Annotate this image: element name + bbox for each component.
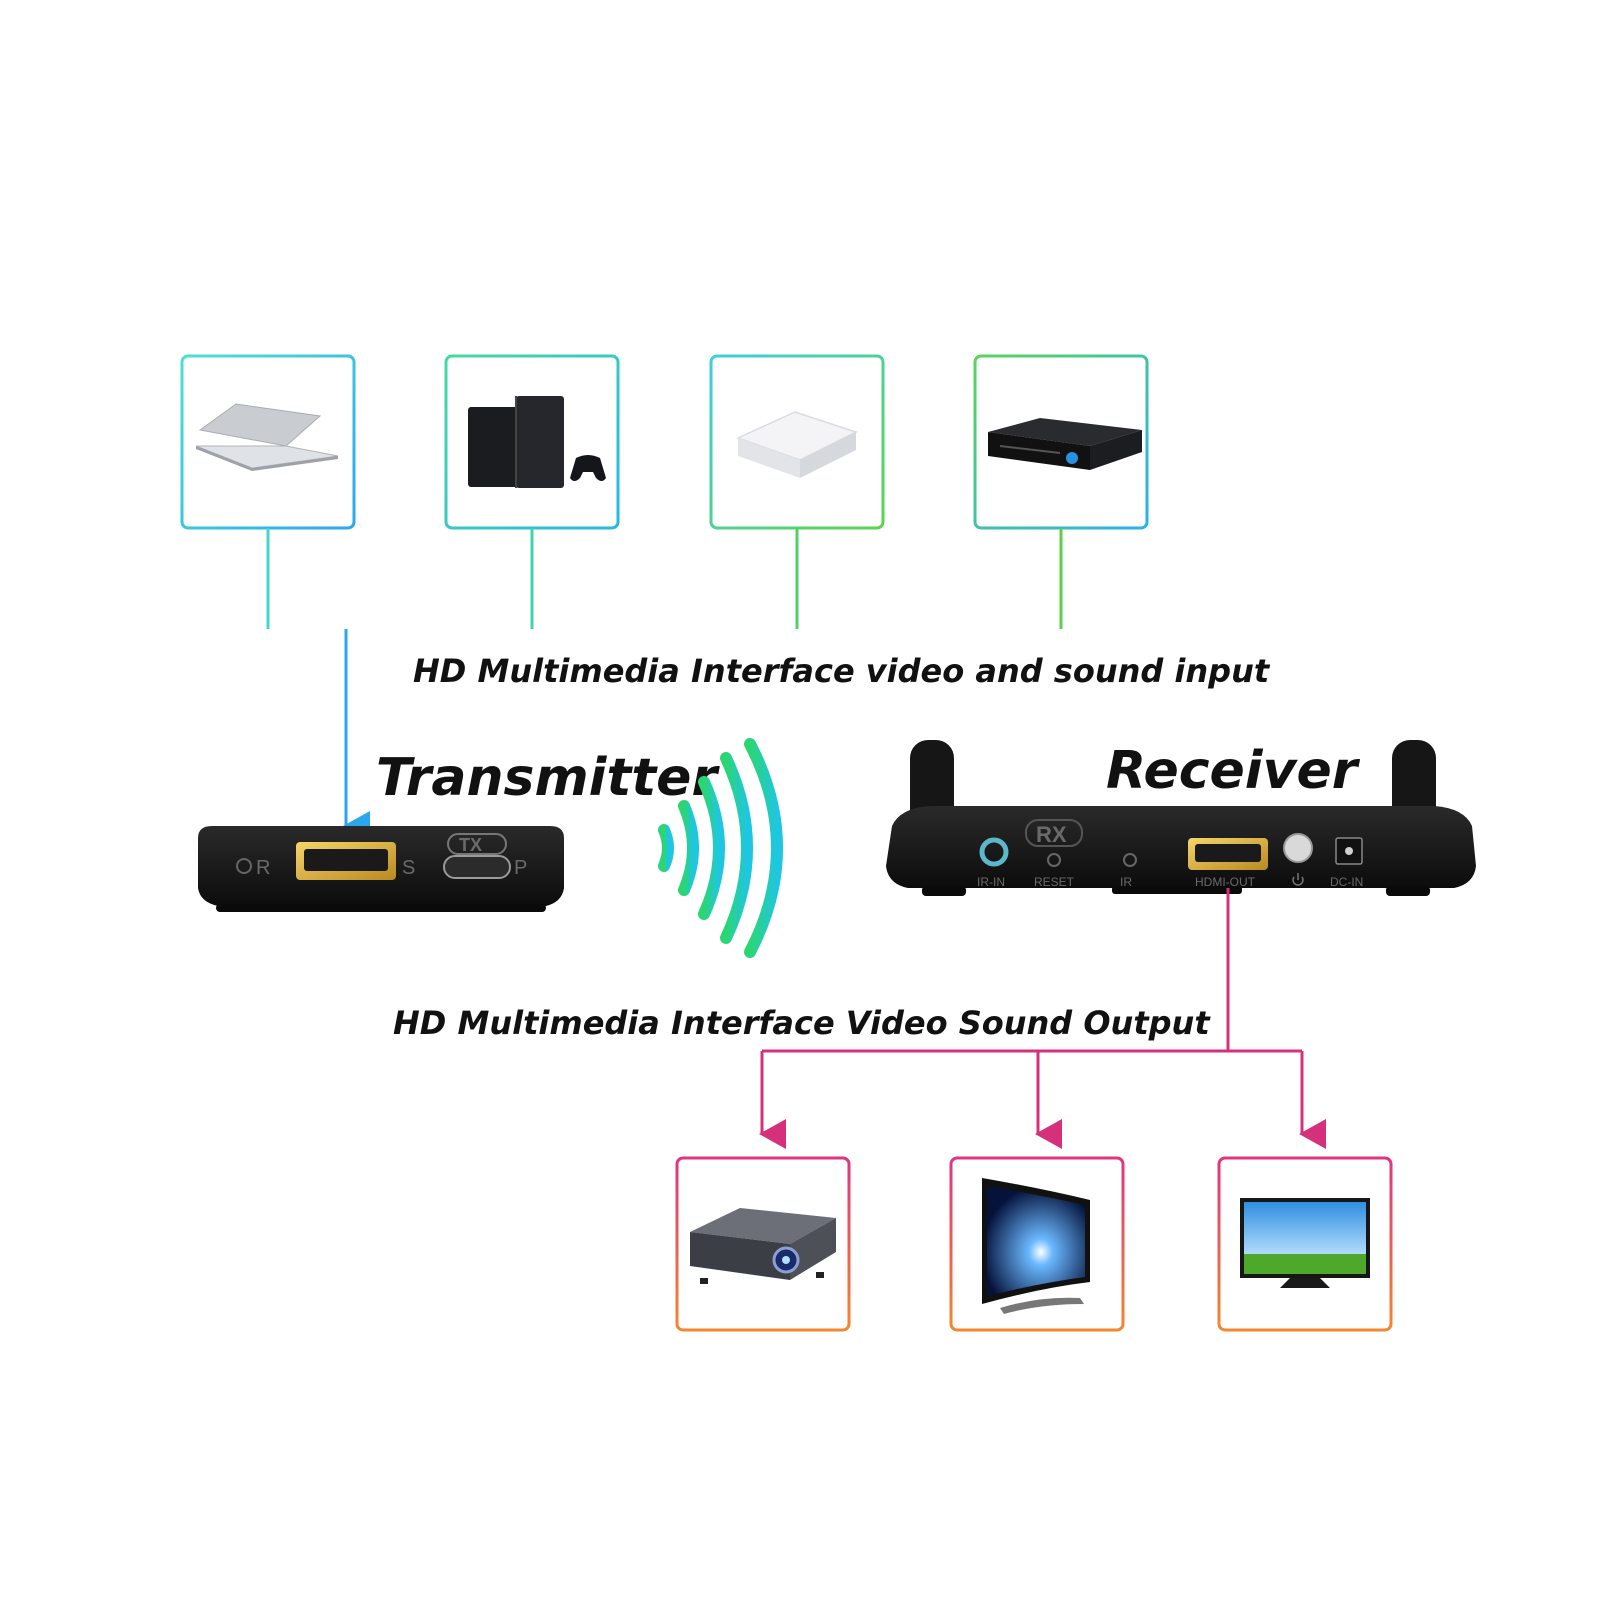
input-bus-lines [266,528,1063,841]
game-console-icon [468,396,606,488]
curved-tv-icon [982,1178,1090,1314]
receiver-device: IR-IN RX RESET IR HDMI-OUT DC-IN [886,740,1476,896]
transmitter-port-p: P [514,857,527,879]
receiver-port-dc-in: DC-IN [1330,875,1363,889]
projector-icon [690,1208,836,1284]
output-bus-lines [759,888,1326,1149]
flat-tv-icon [1240,1198,1370,1288]
transmitter-led-indicator [236,858,252,874]
receiver-ir-in-jack [979,837,1009,867]
receiver-port-reset: RESET [1034,875,1075,889]
receiver-ir-sensor [1123,853,1137,867]
wireless-signal-icon [658,738,783,958]
receiver-port-hdmi-out: HDMI-OUT [1195,875,1256,889]
transmitter-device: R S TX P [198,826,564,912]
output-label: HD Multimedia Interface Video Sound Outp… [393,1004,1211,1042]
dvd-player-icon [988,418,1142,470]
transmitter-tx-badge: TX [459,835,482,855]
receiver-port-ir: IR [1120,875,1132,889]
transmitter-port-s: S [402,857,415,879]
receiver-reset-button [1047,853,1061,867]
input-label: HD Multimedia Interface video and sound … [413,652,1271,690]
receiver-rx-badge: RX [1036,822,1067,847]
tv-box-icon [736,411,858,478]
receiver-power-button [1283,833,1313,863]
transmitter-title: Transmitter [376,748,720,808]
transmitter-usbc-port [443,855,511,879]
power-icon [1292,873,1304,886]
transmitter-port-r: R [256,857,270,879]
receiver-port-ir-in: IR-IN [977,875,1005,889]
laptop-icon [195,403,339,471]
receiver-title: Receiver [1106,741,1361,801]
